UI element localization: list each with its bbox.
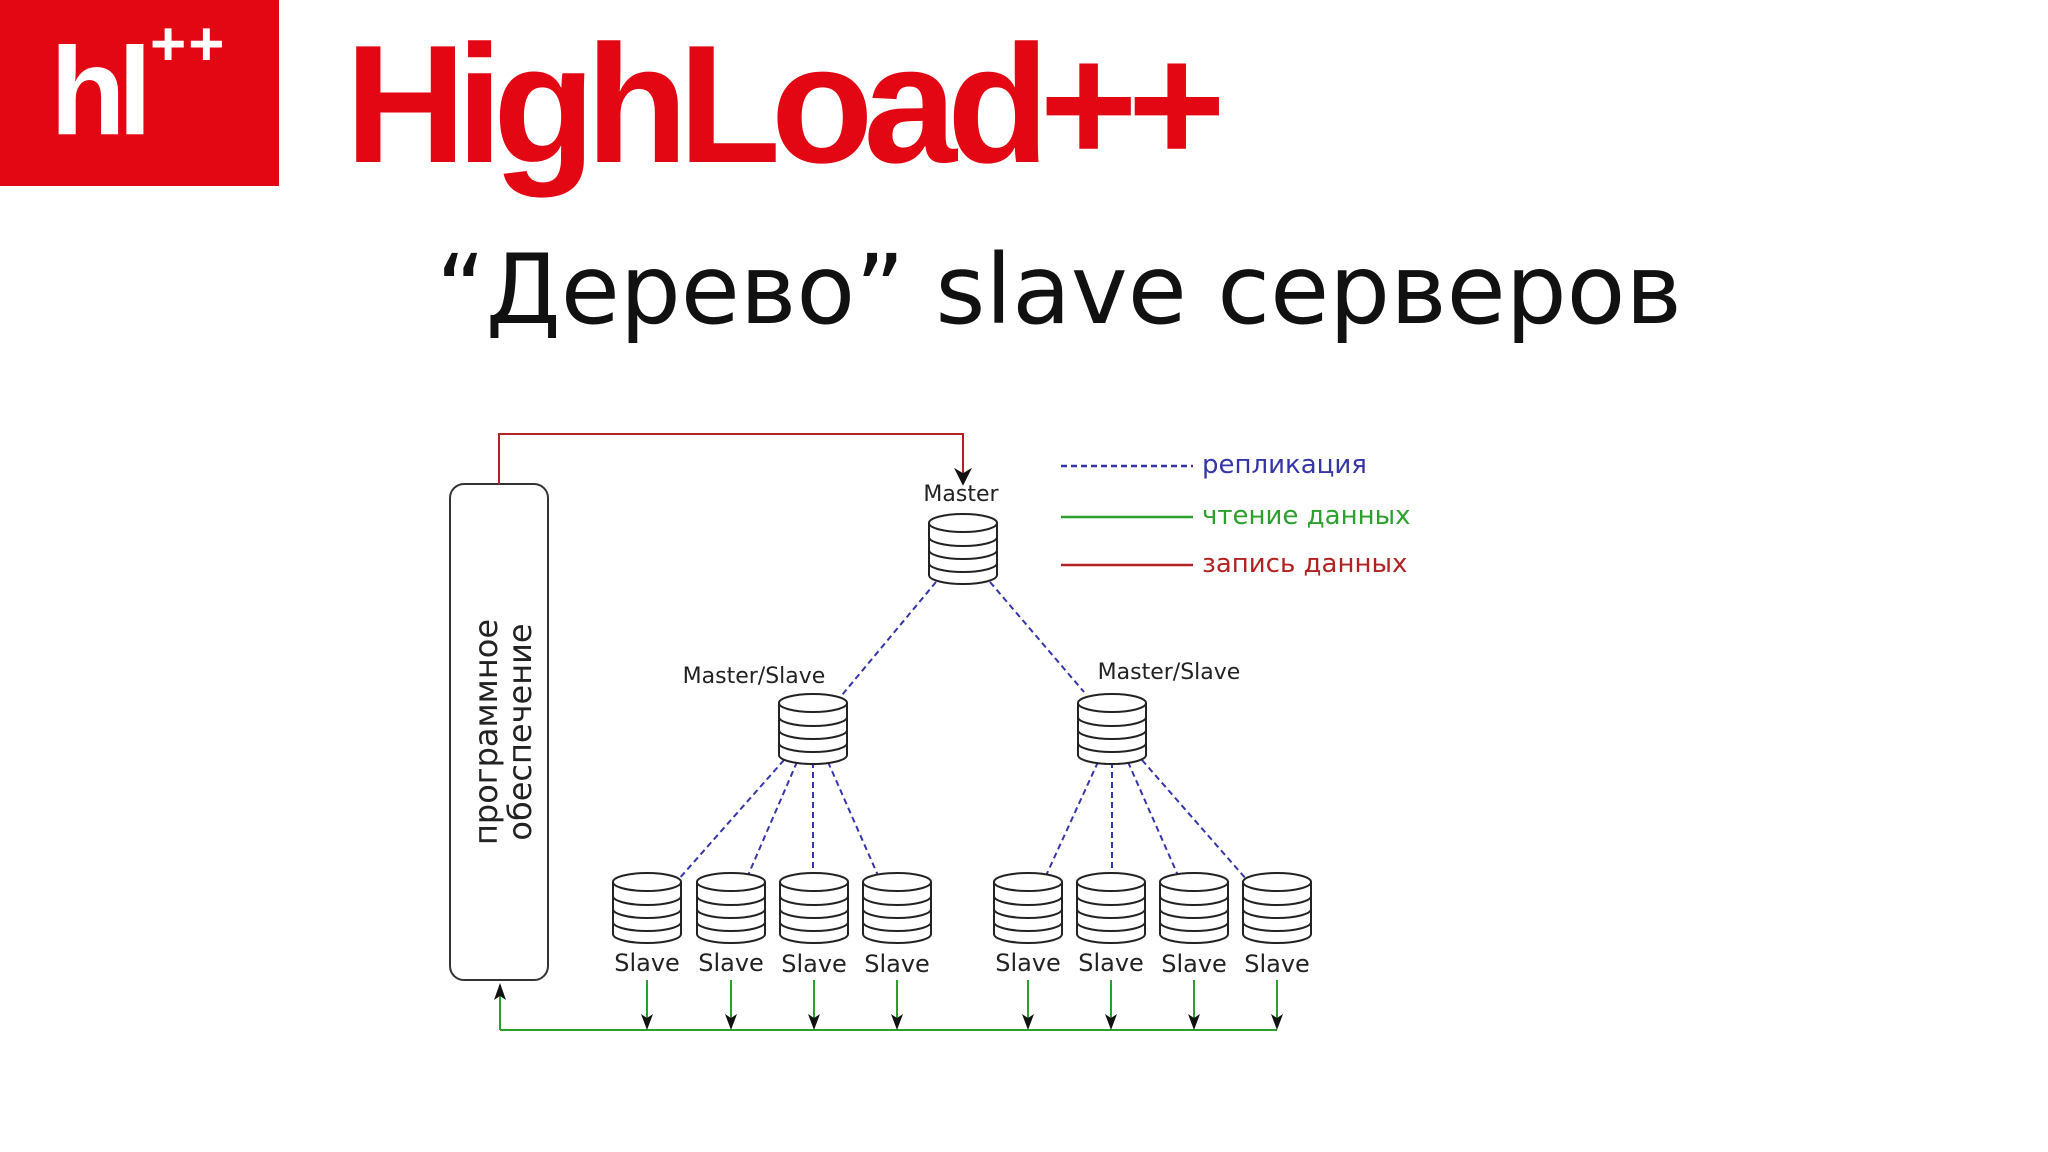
master-slave-left-db-icon xyxy=(778,693,848,765)
slave-8-label: Slave xyxy=(1244,950,1310,978)
slave-6-db-icon xyxy=(1076,872,1146,944)
slave-5-db-icon xyxy=(993,872,1063,944)
slave-1-label: Slave xyxy=(614,949,680,977)
hl-logo-plus: ++ xyxy=(150,10,227,79)
write-path-line xyxy=(498,433,972,486)
slave-1-db-icon xyxy=(612,872,682,944)
master-label: Master xyxy=(923,482,999,507)
master-slave-right-label: Master/Slave xyxy=(1098,660,1241,685)
brand-title: HighLoad++ xyxy=(345,10,1226,198)
slave-2-db-icon xyxy=(696,872,766,944)
slave-4-label: Slave xyxy=(864,950,930,978)
read-arrowheads xyxy=(494,983,1283,1030)
software-label-line2: обеспечение xyxy=(501,623,539,840)
software-label-line1: программное xyxy=(467,619,505,845)
master-db-icon xyxy=(928,513,998,585)
replication-lines xyxy=(677,581,1248,881)
slave-8-db-icon xyxy=(1242,872,1312,944)
page-title: “Дерево” slave серверов xyxy=(436,234,1682,346)
hl-logo-text: hl xyxy=(50,23,152,161)
legend-read-label: чтение данных xyxy=(1202,501,1410,531)
master-slave-right-db-icon xyxy=(1077,693,1147,765)
read-path-lines xyxy=(499,980,1278,1031)
slave-7-label: Slave xyxy=(1161,950,1227,978)
legend: репликация чтение данных запись данных xyxy=(1061,450,1410,579)
legend-write-label: запись данных xyxy=(1202,549,1407,579)
slave-7-db-icon xyxy=(1159,872,1229,944)
legend-replication-label: репликация xyxy=(1202,450,1367,480)
slave-5-label: Slave xyxy=(995,949,1061,977)
slave-6-label: Slave xyxy=(1078,949,1144,977)
slave-4-db-icon xyxy=(862,872,932,944)
master-slave-left-label: Master/Slave xyxy=(683,664,826,689)
hl-logo-badge: hl ++ xyxy=(0,0,279,186)
slave-3-db-icon xyxy=(779,872,849,944)
slave-2-label: Slave xyxy=(698,949,764,977)
slave-3-label: Slave xyxy=(781,950,847,978)
